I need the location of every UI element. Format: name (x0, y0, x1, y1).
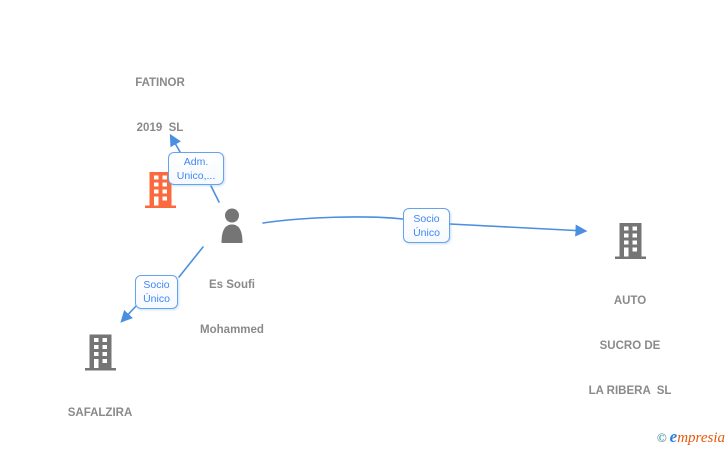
copyright-icon: © (656, 430, 667, 445)
edge-label-text: Socio (413, 212, 440, 225)
person-icon (221, 208, 243, 243)
building-icon (614, 223, 646, 259)
edge-person-admbox (210, 185, 220, 203)
company-name-fatinor: FATINOR 2019 SL (135, 77, 185, 134)
edge-label-text: Socio (143, 279, 170, 291)
empresia-logo[interactable]: ©empresia (657, 427, 725, 447)
building-icon (144, 172, 176, 208)
edge-sociorightbox-autosucro (449, 223, 588, 237)
edge-label-text: Unico,... (176, 169, 216, 182)
edge-label-text: Único (413, 226, 440, 239)
edge-person-sociorightbox (262, 216, 404, 224)
edge-label-adm-unico[interactable]: Adm. Unico,... (168, 152, 224, 185)
company-node-auto-sucro[interactable]: AUTO SUCRO DE LA RIBERA SL (580, 223, 680, 429)
edge-label-text: Único (143, 293, 170, 305)
edge-label-text: Adm. (183, 155, 209, 168)
logo-text-rest: mpresia (677, 430, 725, 446)
building-icon (84, 334, 116, 371)
company-name-auto-sucro: AUTO SUCRO DE LA RIBERA SL (588, 295, 672, 397)
company-node-fatinor[interactable]: FATINOR 2019 SL (110, 46, 210, 208)
edge-socioleftbox-safalzira (120, 304, 138, 323)
person-name: Es Soufi Mohammed (200, 279, 264, 336)
logo-text-e: e (669, 427, 678, 446)
edge-label-socio-unico-left[interactable]: Socio Único (135, 275, 178, 309)
company-name-safalzira: SAFALZIRA VIVIENDAS SL (67, 407, 133, 419)
person-node-es-soufi-mohammed[interactable]: Es Soufi Mohammed (182, 208, 282, 368)
company-node-safalzira[interactable]: SAFALZIRA VIVIENDAS SL (50, 334, 150, 450)
edge-label-socio-unico-right[interactable]: Socio Único (403, 208, 450, 243)
